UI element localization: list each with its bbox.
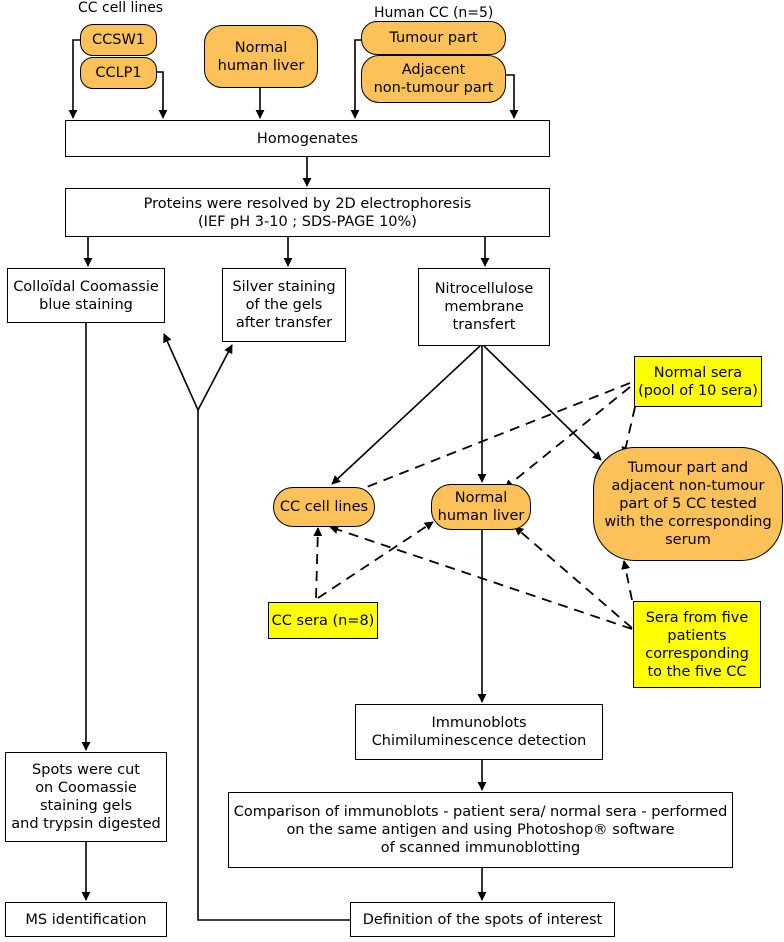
normal-sera-line-1: Normal sera [653,364,743,381]
tumour-adjacent-target: Tumour part and adjacent non-tumour part… [593,447,783,561]
normal-human-liver-source: Normal human liver [204,25,318,88]
comparison-line-3: of scanned immunoblotting [380,840,581,856]
nitro-to-cclines-arrow [331,345,481,485]
cc-sera-to-cclines-arrow [313,527,323,599]
nitro-line-1: Nitrocellulose [434,281,534,297]
patient-sera-to-cclines-arrow [329,525,633,630]
normal-liver-line-1: Normal [234,39,288,56]
ms-identification-box: MS identification [5,902,167,937]
tumour-part-node: Tumour part [361,21,506,55]
spots-line-4: and trypsin digested [11,816,161,832]
ccsw1-node: CCSW1 [80,24,157,56]
immunoblots-line-2: Chimiluminescence detection [371,733,587,749]
silver-line-2: of the gels [245,297,323,313]
normal-sera-line-2: (pool of 10 sera) [638,382,758,399]
normal-liver-line-2: human liver [217,57,305,74]
cc-cell-lines-target-label: CC cell lines [279,499,369,515]
tumour-target-line-4: with the corresponding [604,514,772,530]
patient-sera-box: Sera from five patients corresponding to… [633,601,761,688]
silver-line-1: Silver staining [232,279,336,295]
patient-sera-line-2: patients [667,627,727,644]
ms-label: MS identification [25,911,147,928]
tumour-part-label: Tumour part [389,30,478,46]
tumour-target-line-3: part of 5 CC tested [619,496,757,512]
patient-sera-line-3: corresponding [645,645,749,662]
comparison-box: Comparison of immunoblots - patient sera… [228,792,733,868]
silver-box: Silver staining of the gels after transf… [222,268,346,342]
comparison-line-1: Comparison of immunoblots - patient sera… [233,804,728,820]
tumour-target-line-1: Tumour part and [627,460,749,476]
comparison-line-2: on the same antigen and using Photoshop®… [286,822,675,838]
homogenates-label: Homogenates [256,130,359,147]
feedback-to-coomassie-arrow [163,333,199,411]
adjacent-to-homogenates-arrow [506,74,519,119]
definition-feedback-line [197,410,350,921]
definition-label: Definition of the spots of interest [362,911,603,928]
tumour-target-line-5: serum [665,532,711,548]
adjacent-line-2: non-tumour part [373,80,494,96]
cc-cell-lines-target: CC cell lines [273,487,375,527]
normal-sera-to-liver-arrow [504,386,631,489]
cc-sera-to-liver-arrow [317,521,434,599]
tumour-to-homogenates-arrow [350,39,362,119]
cclp1-label: CCLP1 [95,65,142,81]
cclp1-to-homogenates-arrow [155,71,168,119]
adjacent-line-1: Adjacent [401,62,466,78]
nitro-line-3: transfert [452,317,516,333]
adjacent-node: Adjacent non-tumour part [361,55,506,103]
cclp1-node: CCLP1 [80,57,157,89]
coomassie-line-2: blue staining [39,296,133,313]
patient-sera-to-tumour-arrow [621,560,633,601]
immunoblots-box: Immunoblots Chimiluminescence detection [355,704,603,760]
cc-sera-box: CC sera (n=8) [268,602,378,639]
electrophoresis-box: Proteins were resolved by 2D electrophor… [65,188,550,237]
immunoblots-line-1: Immunoblots [431,715,527,731]
spots-cut-box: Spots were cut on Coomassie staining gel… [5,752,167,842]
nitrocellulose-box: Nitrocellulose membrane transfert [418,268,550,346]
feedback-to-silver-arrow [197,344,233,411]
spots-line-3: staining gels [39,798,133,814]
coomassie-box: Colloïdal Coomassie blue staining [7,268,165,323]
liver-target-line-1: Normal [454,490,508,506]
cc-sera-label: CC sera (n=8) [271,612,375,629]
cc-cell-lines-header: CC cell lines [78,0,164,16]
patient-sera-line-4: to the five CC [647,663,747,680]
normal-sera-box: Normal sera (pool of 10 sera) [634,356,762,407]
normal-sera-to-cclines-arrow [348,382,631,496]
liver-target-line-2: human liver [437,508,525,524]
homogenates-box: Homogenates [65,120,550,157]
spots-line-1: Spots were cut [32,762,140,778]
nitro-to-tumour-arrow [483,345,602,461]
silver-line-3: after transfer [235,315,333,331]
spots-line-2: on Coomassie [35,780,137,796]
ccsw1-label: CCSW1 [91,32,145,48]
normal-liver-target: Normal human liver [431,484,531,530]
tumour-target-line-2: adjacent non-tumour [611,478,765,494]
electrophoresis-line-1: Proteins were resolved by 2D electrophor… [143,195,472,212]
ccsw1-to-homogenates-arrow [68,39,80,119]
electrophoresis-line-2: (IEF pH 3-10 ; SDS-PAGE 10%) [198,213,417,230]
coomassie-line-1: Colloïdal Coomassie [13,278,159,295]
patient-sera-to-liver-arrow [514,526,633,629]
definition-box: Definition of the spots of interest [350,902,615,937]
patient-sera-line-1: Sera from five [645,609,749,626]
nitro-line-2: membrane [444,299,524,315]
human-cc-header: Human CC (n=5) [374,5,494,21]
